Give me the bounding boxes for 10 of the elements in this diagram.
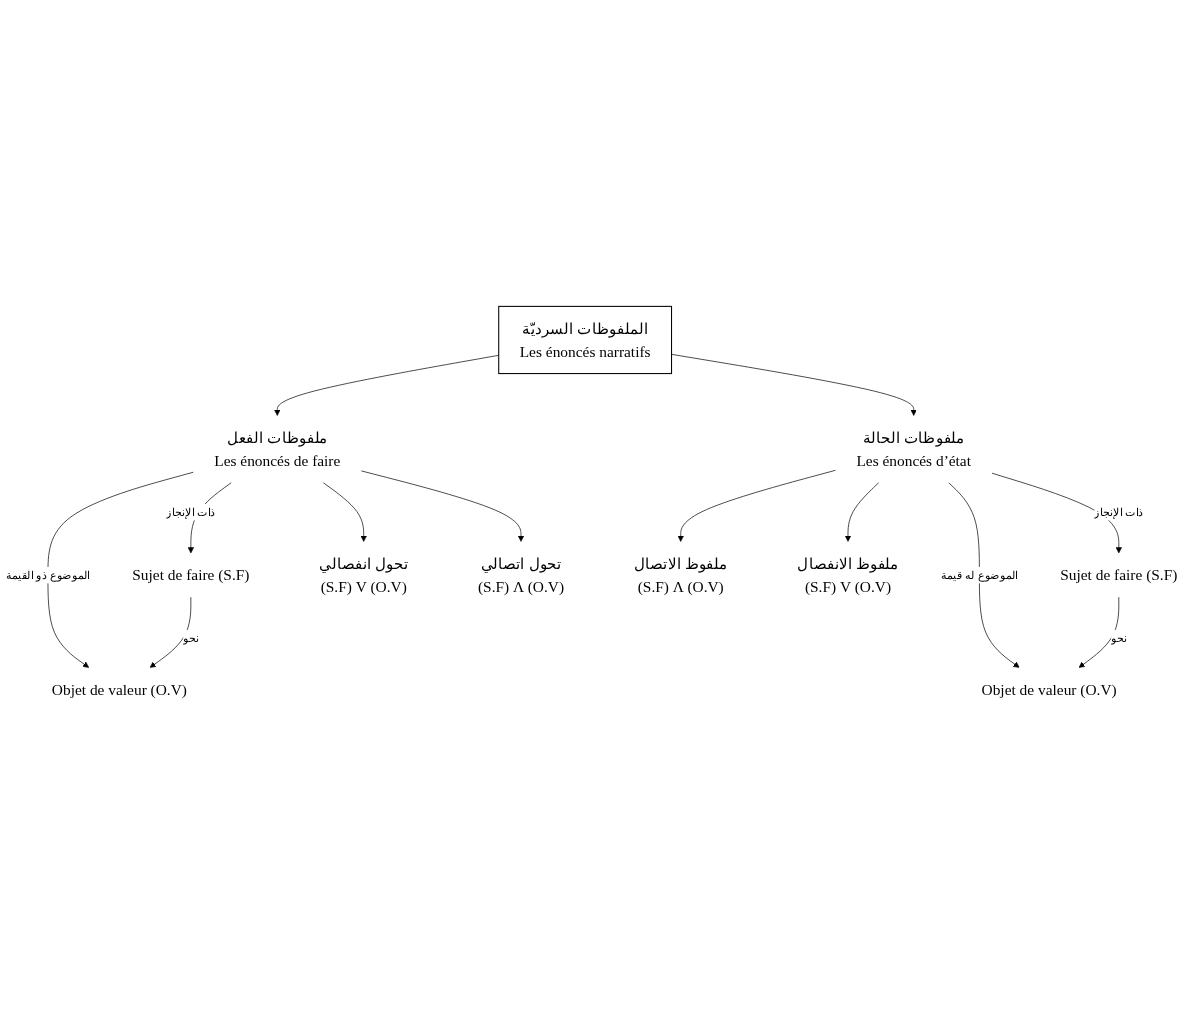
edge-label: الموضوع له قيمة <box>940 568 1019 581</box>
node-text: Objet de valeur (O.V) <box>51 680 187 699</box>
edge-label: ذات الإنجاز <box>166 505 216 518</box>
edge-label: ذات الإنجاز <box>1094 505 1144 518</box>
node-text: Sujet de faire (S.F) <box>1060 566 1178 584</box>
node-text: Objet de valeur (O.V) <box>981 680 1117 699</box>
edge-label: نحو <box>183 631 199 644</box>
edge-label: الموضوع ذو القيمة <box>5 568 91 581</box>
node-text: Sujet de faire (S.F) <box>132 566 250 584</box>
edge-label: نحو <box>1111 631 1127 644</box>
